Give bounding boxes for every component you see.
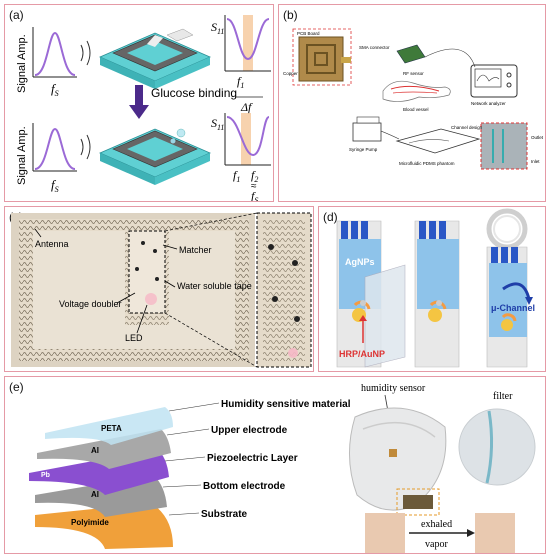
antenna-photo	[11, 213, 255, 367]
axis-label: Signal Amp.	[16, 34, 28, 93]
inlet-label: Inlet	[531, 159, 540, 164]
test-strip-3: μ-Channel	[486, 208, 535, 368]
panel-c: (c)	[4, 206, 314, 372]
antenna-label: Antenna	[35, 239, 69, 249]
al-bottom-label: Al	[91, 490, 99, 499]
s11-plot-top: S11 f1 Δf	[211, 15, 271, 114]
glucose-binding-arrow: Glucose binding	[129, 85, 237, 119]
annotations: Antenna Matcher Voltage doubler Water so…	[34, 228, 252, 343]
phantom-label: Microfluidic PDMS phantom	[399, 161, 455, 166]
fs-label: f	[51, 81, 57, 96]
svg-text:S11: S11	[211, 116, 224, 132]
svg-text:f1: f1	[233, 168, 240, 184]
fs-subscript: S	[55, 89, 59, 98]
svg-text:fS: fS	[51, 177, 59, 194]
f2-label: f	[251, 168, 256, 182]
signal-amplitude-plot-top: Signal Amp. fS	[16, 27, 77, 98]
test-strip-2	[414, 220, 460, 368]
led-label: LED	[125, 333, 143, 343]
filter-photo: filter	[458, 391, 536, 486]
humidity-sensor-label: humidity sensor	[361, 383, 426, 394]
hand-blood-vessel: Blood vessel	[382, 80, 451, 112]
f2-subscript: 2	[254, 175, 258, 184]
filter-label: filter	[493, 391, 513, 402]
resonator-bottom	[98, 128, 212, 185]
network-analyzer: Network analyzer	[470, 64, 518, 106]
s11-label: S	[211, 20, 217, 34]
signal-amplitude-plot-bottom: Signal Amp. fS	[16, 123, 77, 194]
f1-subscript: 1	[240, 81, 244, 90]
vapor-label: vapor	[425, 539, 448, 550]
outlet-label: Outlet	[531, 135, 544, 140]
copper-label: Copper	[283, 71, 298, 76]
upper-electrode-label: Upper electrode	[211, 425, 288, 436]
svg-text:S11: S11	[211, 20, 224, 36]
polyimide-label: Polyimide	[71, 518, 109, 527]
s11-label: S	[211, 116, 217, 130]
sma-connector-label: SMA connector	[359, 45, 390, 50]
f1-label: f	[237, 74, 242, 88]
pcb-board: PCB Board Copper	[283, 28, 352, 86]
rf-sensor-label: RF sensor	[403, 71, 424, 76]
panel-label: (d)	[323, 210, 338, 224]
arrow-text-line1: Glucose binding	[151, 86, 237, 100]
channel-design: Channel design Outlet Inlet	[451, 122, 544, 170]
panel-label: (a)	[9, 8, 24, 22]
f1-label: f	[233, 168, 238, 182]
panel-b: (b) PCB Board Copper SMA connector RF se…	[278, 4, 546, 202]
panel-a: (a) Signal Amp. fS S11	[4, 4, 274, 202]
svg-text:f1: f1	[237, 74, 244, 90]
network-analyzer-label: Network analyzer	[471, 101, 506, 106]
s11-plot-bottom: S11 f1 f2 ≈ fS	[211, 113, 271, 202]
axis-label: Signal Amp.	[16, 126, 28, 185]
mask-photo: humidity sensor	[348, 383, 447, 516]
layer-stack: PETA Al Pb Al Polyimide	[29, 407, 173, 549]
fs-label: f	[251, 189, 256, 202]
blood-vessel-label: Blood vessel	[403, 107, 429, 112]
matcher-label: Matcher	[179, 245, 212, 255]
bottom-electrode-label: Bottom electrode	[203, 481, 286, 492]
rf-sensor: RF sensor	[396, 44, 426, 76]
panel-label: (e)	[9, 380, 24, 394]
svg-text:fS: fS	[251, 189, 258, 202]
pzt-label: Pb	[41, 472, 50, 479]
syringe-pump-label: Syringe Pump	[349, 147, 378, 152]
al-top-label: Al	[91, 446, 99, 455]
fs-subscript: S	[254, 196, 258, 202]
s11-subscript: 11	[217, 123, 224, 132]
f1-subscript: 1	[236, 175, 240, 184]
svg-text:f2: f2	[251, 168, 258, 184]
water-tape-label: Water soluble tape	[177, 281, 252, 291]
panel-label: (b)	[283, 8, 298, 22]
pdms-phantom: Microfluidic PDMS phantom	[395, 128, 481, 166]
piezo-layer-label: Piezoelectric Layer	[207, 453, 298, 464]
test-strip-1: AgNPs HRP/AuNP	[336, 220, 406, 368]
svg-text:fS: fS	[51, 81, 59, 98]
zoom-inset	[164, 212, 312, 368]
delta-f-label: Δf	[240, 100, 253, 114]
pcb-board-label: PCB Board	[297, 31, 320, 36]
agnps-label: AgNPs	[345, 257, 375, 267]
exhale-photos: exhaled vapor	[365, 513, 515, 553]
panel-e: (e) PETA Al Pb Al Polyimide Humidity sen…	[4, 376, 546, 554]
fs-subscript: S	[55, 185, 59, 194]
voltage-doubler-label: Voltage doubler	[59, 299, 122, 309]
syringe-pump: Syringe Pump	[349, 116, 382, 152]
resonator-top	[98, 28, 212, 89]
approx-symbol: ≈	[251, 181, 257, 192]
channel-design-label: Channel design	[451, 125, 483, 130]
peta-label: PETA	[101, 424, 122, 433]
panel-d: (d) AgNPs HRP/AuNP	[318, 206, 546, 372]
channel-label: μ-Channel	[491, 303, 535, 313]
s11-subscript: 11	[217, 27, 224, 36]
humidity-material-label: Humidity sensitive material	[221, 399, 351, 410]
layer-callouts: Humidity sensitive material Upper electr…	[162, 399, 351, 520]
substrate-label: Substrate	[201, 509, 248, 520]
fs-label: f	[51, 177, 57, 192]
exhaled-label: exhaled	[421, 519, 452, 530]
hrp-label: HRP/AuNP	[339, 349, 385, 359]
